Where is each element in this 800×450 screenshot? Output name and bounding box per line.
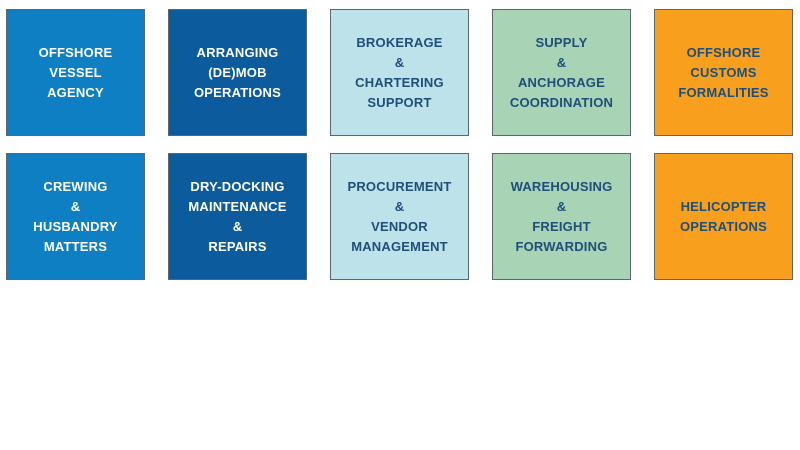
service-tile-warehousing-freight-forwarding: WAREHOUSING & FREIGHT FORWARDING — [492, 153, 631, 280]
service-tile-dry-docking-maintenance-repairs: DRY-DOCKING MAINTENANCE & REPAIRS — [168, 153, 307, 280]
service-tile-crewing-husbandry-matters: CREWING & HUSBANDRY MATTERS — [6, 153, 145, 280]
service-tile-offshore-customs-formalities: OFFSHORE CUSTOMS FORMALITIES — [654, 9, 793, 136]
service-tile-brokerage-chartering-support: BROKERAGE & CHARTERING SUPPORT — [330, 9, 469, 136]
services-grid: OFFSHORE VESSEL AGENCY ARRANGING (DE)MOB… — [6, 9, 793, 280]
service-tile-offshore-vessel-agency: OFFSHORE VESSEL AGENCY — [6, 9, 145, 136]
service-tile-procurement-vendor-management: PROCUREMENT & VENDOR MANAGEMENT — [330, 153, 469, 280]
service-tile-arranging-demob-operations: ARRANGING (DE)MOB OPERATIONS — [168, 9, 307, 136]
service-tile-supply-anchorage-coordination: SUPPLY & ANCHORAGE COORDINATION — [492, 9, 631, 136]
service-tile-helicopter-operations: HELICOPTER OPERATIONS — [654, 153, 793, 280]
